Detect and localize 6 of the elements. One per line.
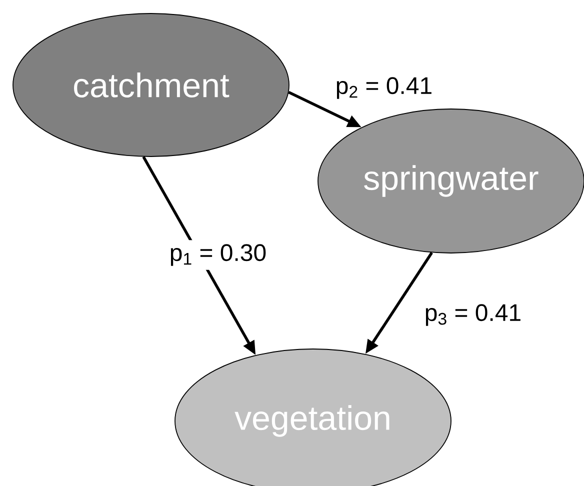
edge-label: p$_{2}$ = 0.41 [331, 73, 437, 103]
ellipse-node: vegetation [174, 348, 452, 486]
edge-label: p$_{3}$ = 0.41 [420, 300, 526, 330]
edge-label: p$_{1}$ = 0.30 [165, 240, 271, 270]
ellipse-node: catchment [12, 13, 290, 157]
ellipse-node: springwater [318, 108, 584, 254]
